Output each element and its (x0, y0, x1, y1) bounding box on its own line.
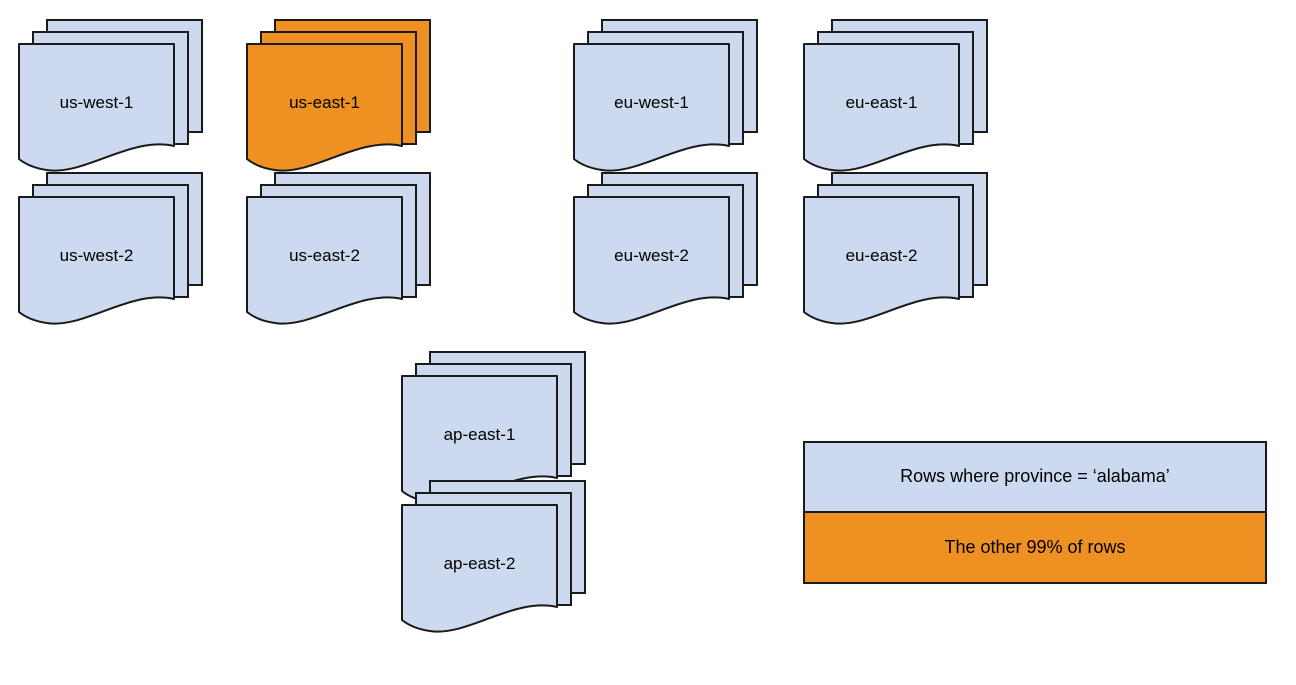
document-sheet-front (803, 196, 960, 325)
document-stack-shape (573, 19, 758, 172)
document-stack-shape (246, 172, 431, 325)
document-stack-shape (803, 172, 988, 325)
legend: Rows where province = ‘alabama’ The othe… (803, 441, 1267, 584)
region-stack-ap-east-2[interactable]: ap-east-2 (401, 480, 602, 685)
document-sheet-front (803, 43, 960, 172)
document-stack-shape (18, 172, 203, 325)
document-sheet-front (401, 504, 558, 633)
document-stack-shape (803, 19, 988, 172)
document-stack-shape (401, 351, 586, 504)
legend-label-orange: The other 99% of rows (944, 536, 1126, 557)
document-stack-shape (246, 19, 431, 172)
region-stack-us-west-2[interactable]: us-west-2 (18, 172, 219, 377)
document-sheet-front (18, 43, 175, 172)
document-stack-shape (18, 19, 203, 172)
legend-label-blue: Rows where province = ‘alabama’ (900, 466, 1170, 487)
document-sheet-front (573, 196, 730, 325)
region-stack-eu-west-2[interactable]: eu-west-2 (573, 172, 774, 377)
region-stack-eu-east-2[interactable]: eu-east-2 (803, 172, 1004, 377)
document-sheet-front (246, 196, 403, 325)
region-stack-ap-east-1[interactable]: ap-east-1 (401, 351, 602, 556)
document-sheet-front (573, 43, 730, 172)
document-stack-shape (401, 480, 586, 633)
legend-row-blue: Rows where province = ‘alabama’ (805, 443, 1265, 513)
document-stack-shape (573, 172, 758, 325)
document-sheet-front (246, 43, 403, 172)
region-stack-us-east-2[interactable]: us-east-2 (246, 172, 447, 377)
document-sheet-front (18, 196, 175, 325)
legend-row-orange: The other 99% of rows (805, 512, 1265, 582)
